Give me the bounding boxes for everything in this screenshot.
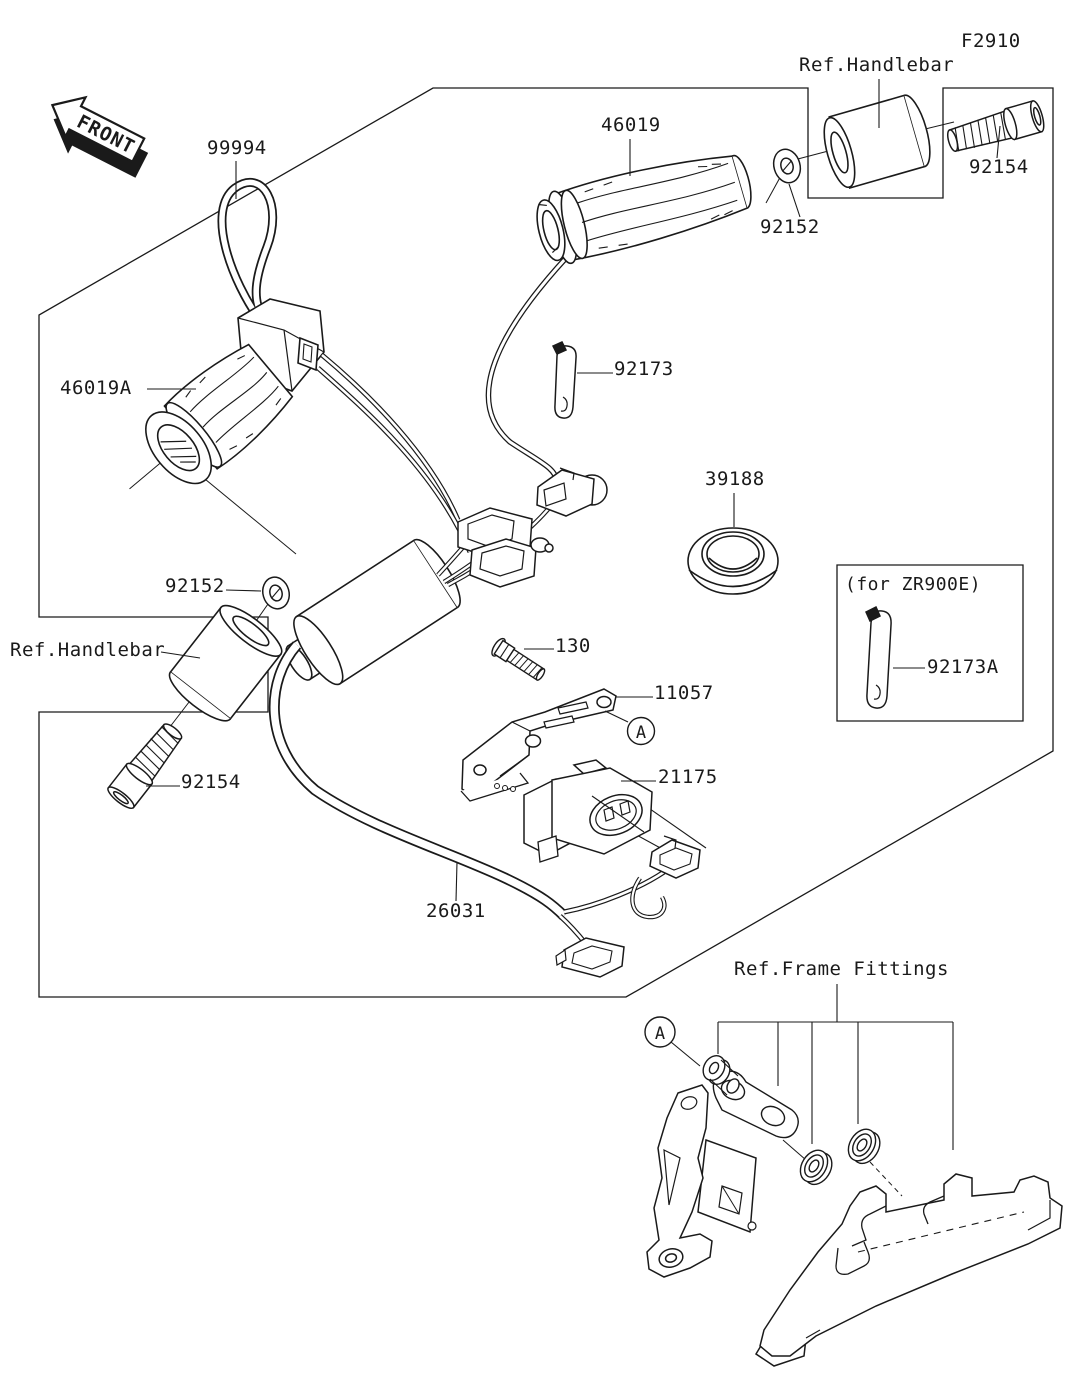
bar-end-weight-right (818, 92, 936, 191)
bolt-bracket-label: 130 (555, 635, 591, 657)
bolt-right (944, 100, 1046, 157)
frame-stay-bracket (647, 1085, 756, 1277)
heated-grip-right (530, 145, 758, 269)
connector-cluster (458, 508, 553, 587)
bolt-right-label: 92154 (969, 156, 1029, 178)
grip-right-label: 46019 (601, 114, 661, 136)
harness-label: 99994 (207, 137, 267, 159)
relay-21175 (524, 760, 652, 862)
ref-handlebar-right-label: Ref.Handlebar (799, 54, 955, 76)
harness-loop-cable (222, 182, 273, 323)
zr900e-box (837, 565, 1023, 721)
frame-fittings-callout-lines (718, 984, 953, 1150)
detail-marker-a-bottom: A (645, 1017, 700, 1066)
grip-ribs-right (574, 153, 743, 253)
ring-39188 (688, 528, 778, 594)
bolt-130 (489, 636, 548, 684)
bolt-left (105, 718, 187, 811)
harness-tube-body (271, 533, 469, 700)
frame-grommet-2 (843, 1124, 886, 1168)
washer-left-label: 92152 (165, 575, 225, 597)
connector-subharness-2 (556, 938, 624, 977)
grip-ribs (179, 345, 291, 456)
bracket-label: 11057 (654, 682, 714, 704)
band-label: 92173 (614, 358, 674, 380)
grip-right-cable (488, 258, 566, 482)
connector-grip-right (537, 468, 607, 516)
band-92173a (866, 607, 891, 708)
frame-grommet-1 (795, 1145, 838, 1189)
heat-switch-button (303, 344, 312, 362)
washer-right (770, 146, 804, 186)
relay-label: 21175 (658, 766, 718, 788)
heated-grip-left (102, 338, 298, 522)
band-92173 (553, 342, 576, 418)
bolt-left-label: 92154 (181, 771, 241, 793)
ref-handlebar-left-label: Ref.Handlebar (10, 639, 166, 661)
ring-label: 39188 (705, 468, 765, 490)
zr900e-note-label: (for ZR900E) (845, 574, 982, 595)
subharness-label: 26031 (426, 900, 486, 922)
frame-bushing (699, 1052, 742, 1096)
detail-marker-a-mid: A (628, 718, 655, 745)
figure-code-label: F2910 (961, 30, 1021, 52)
frame-main-bracket (756, 1174, 1062, 1366)
front-arrow: FRONT (37, 86, 157, 184)
svg-text:A: A (655, 1024, 665, 1044)
ref-frame-fittings-label: Ref.Frame Fittings (734, 958, 949, 980)
grip-left-label: 46019A (60, 377, 132, 399)
washer-right-label: 92152 (760, 216, 820, 238)
washer-left (259, 574, 293, 612)
leader-lines (146, 79, 1000, 901)
bracket-11057 (461, 689, 616, 801)
frame-strap-plate (713, 1071, 798, 1137)
svg-text:A: A (636, 723, 646, 743)
bar-end-weight-left (163, 598, 288, 728)
connector-subharness-1 (650, 836, 700, 878)
grip-wires (318, 355, 470, 552)
band-zr900e-label: 92173A (927, 656, 999, 678)
kit-boundary-outline (39, 88, 1053, 997)
grip-end-slot-hatch (159, 429, 200, 472)
